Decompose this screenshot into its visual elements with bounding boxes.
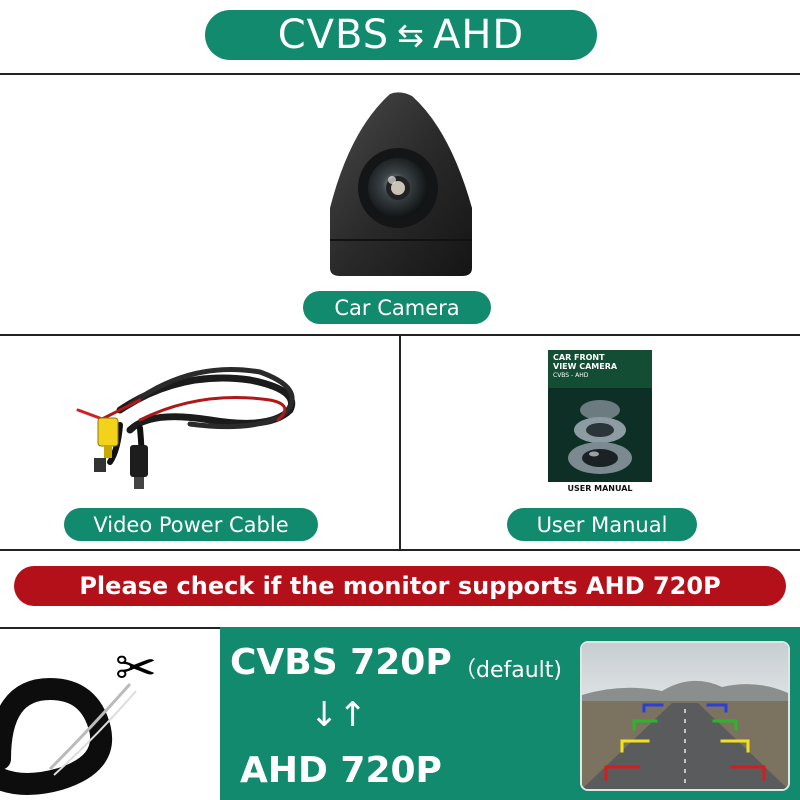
user-manual-image: CAR FRONT VIEW CAMERA CVBS - AHD USER MA… [548,350,652,496]
mode-left-label: CVBS [277,12,390,58]
divider-top [0,73,800,75]
manual-cover-header: CAR FRONT VIEW CAMERA CVBS - AHD [548,350,652,388]
cut-wire-illustration: ✂ [0,627,220,800]
swap-arrows-icon: ↓↑ [310,695,367,735]
swap-arrows-icon: ⇆ [397,16,425,54]
manual-cover-line1: CAR FRONT [553,353,605,362]
video-power-cable-image [60,350,320,500]
scissors-icon: ✂ [115,639,157,697]
car-camera-image [320,90,480,280]
manual-cover-footer: USER MANUAL [567,484,633,493]
mode-header-pill: CVBS ⇆ AHD [205,10,597,60]
divider-lower [0,549,800,551]
mode-default-note: （default) [454,658,562,683]
manual-cover-line3: CVBS - AHD [553,372,589,379]
user-manual-label: User Manual [507,508,697,541]
divider-vertical [399,334,401,550]
car-camera-label: Car Camera [303,291,491,324]
manual-cover-lens-art [548,388,652,482]
warning-banner: Please check if the monitor supports AHD… [14,566,786,606]
mode-right-label: AHD [432,12,525,58]
mode-cvbs-label: CVBS 720P [230,642,452,683]
parking-guide-photo [580,641,790,791]
video-power-cable-label: Video Power Cable [64,508,318,541]
manual-cover-line2: VIEW CAMERA [553,362,618,371]
mode-ahd-label: AHD 720P [240,750,442,791]
